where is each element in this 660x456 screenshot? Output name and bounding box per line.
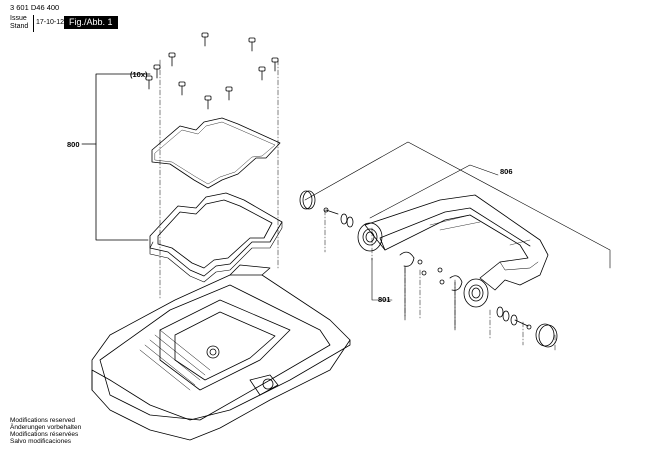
- alignment-lines: [159, 59, 556, 351]
- header-divider: [33, 15, 34, 32]
- hinge-small-parts: [323, 207, 532, 330]
- housing: [91, 264, 351, 441]
- screw-2: [248, 37, 256, 52]
- bracket-800-lines: [81, 73, 151, 241]
- screws: [145, 32, 279, 110]
- issue-label-de: Stand: [10, 23, 29, 30]
- screw-3: [168, 52, 176, 67]
- screw-7: [178, 81, 186, 96]
- screw-10: [145, 75, 153, 90]
- cover-plate: [151, 117, 281, 189]
- end-cap-right: [535, 323, 558, 348]
- callout-800: 800: [67, 140, 80, 149]
- issue-label: Issue Stand: [10, 15, 28, 31]
- screw-6: [258, 66, 266, 81]
- part-number: 3 601 D46 400: [10, 3, 60, 12]
- right-hinge-hub: [463, 278, 489, 308]
- callout-lines-806: [304, 141, 611, 269]
- disclaimer-es: Salvo modificaciones: [10, 438, 72, 445]
- callout-lines-801: [371, 257, 456, 331]
- callout-806: 806: [500, 167, 513, 176]
- disclaimer-fr: Modifications réservées: [10, 431, 79, 438]
- screw-8: [225, 86, 233, 101]
- disclaimer: Modifications reserved Änderungen vorbeh…: [10, 417, 81, 445]
- seal-gasket: [149, 192, 283, 283]
- issue-date: 17-10-12: [36, 19, 65, 26]
- left-hinge-hub: [357, 222, 383, 252]
- screw-1: [201, 32, 209, 47]
- screw-4: [271, 57, 279, 72]
- figure-label: Fig./Abb. 1: [64, 16, 118, 29]
- screw-9: [204, 95, 212, 110]
- disclaimer-en: Modifications reserved: [10, 417, 76, 424]
- disclaimer-de: Änderungen vorbehalten: [10, 424, 82, 431]
- end-cap-left: [299, 190, 316, 210]
- screws-quantity-label: (10x): [130, 70, 148, 79]
- issue-label-en: Issue: [10, 15, 27, 22]
- callout-801: 801: [378, 295, 391, 304]
- screw-5: [153, 64, 161, 79]
